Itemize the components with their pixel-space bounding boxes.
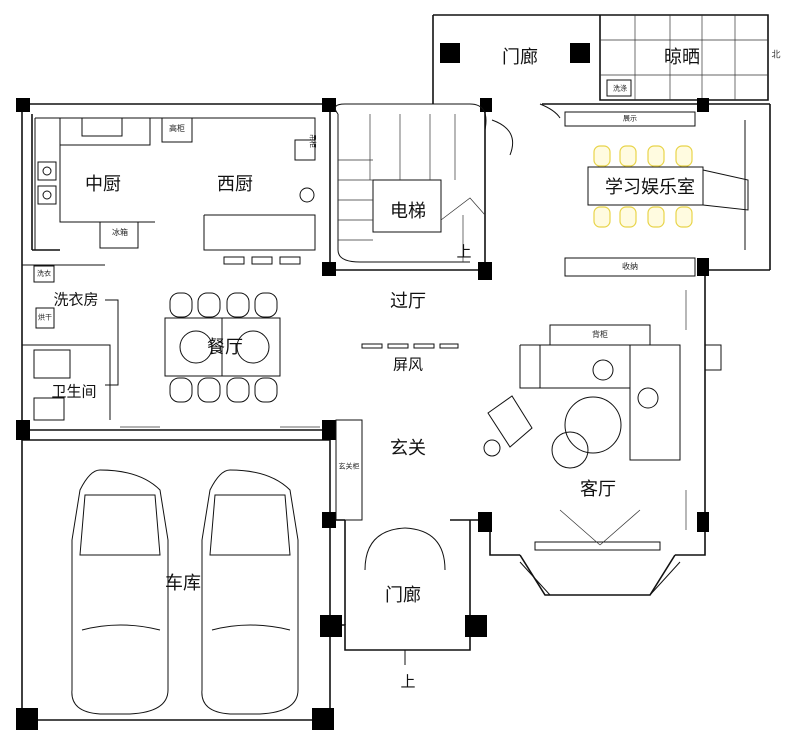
room-label-living: 客厅 xyxy=(580,479,616,500)
room-label-study: 学习娱乐室 xyxy=(605,177,695,198)
room-label-chinese-kitchen: 中厨 xyxy=(85,174,121,195)
stair-elevator xyxy=(334,103,487,263)
room-label-western-kitchen: 西厨 xyxy=(217,174,253,195)
room-label-hall: 过厅 xyxy=(390,291,426,312)
fixture-storage: 收纳 xyxy=(622,262,638,271)
foyer-fixtures xyxy=(335,103,561,665)
room-label-elevator: 电梯 xyxy=(390,201,426,222)
structural-columns xyxy=(16,43,709,730)
fixture-sofa-back-cabinet: 背柜 xyxy=(592,330,608,339)
room-label-dining: 餐厅 xyxy=(207,337,243,358)
room-label-foyer: 玄关 xyxy=(390,438,426,459)
fixture-sink: 洗涤 xyxy=(613,84,627,93)
north-marker: 北 xyxy=(771,50,781,61)
label-screen: 屏风 xyxy=(392,355,424,374)
room-label-laundry: 洗衣房 xyxy=(53,290,99,309)
fixture-washer: 洗衣 xyxy=(37,269,51,278)
fixture-display: 展示 xyxy=(623,114,637,123)
room-label-bathroom: 卫生间 xyxy=(51,382,97,401)
room-label-drying: 晾晒 xyxy=(664,47,700,68)
garage-cars xyxy=(71,469,299,715)
fixture-dryer: 烘干 xyxy=(38,313,52,322)
fixture-tall-cabinet: 高柜 xyxy=(169,124,185,133)
room-label-porch-top: 门廊 xyxy=(502,47,538,68)
screen-partition xyxy=(361,343,459,349)
living-room-furniture xyxy=(483,290,722,596)
entry-up-marker: 上 xyxy=(400,672,416,691)
study-table-set xyxy=(564,111,749,277)
room-label-garage: 车库 xyxy=(165,573,201,594)
room-label-porch-bottom: 门廊 xyxy=(385,585,421,606)
drying-rack-grid xyxy=(600,15,768,100)
fixture-tall-cabinet-2: 吊柜 xyxy=(308,134,317,148)
stair-up-marker: 上 xyxy=(456,242,472,261)
kitchen-counters xyxy=(34,117,316,265)
dining-table-set xyxy=(164,292,281,403)
fixture-fridge: 冰箱 xyxy=(112,228,128,237)
exterior-walls xyxy=(21,14,771,721)
fixture-shoe-cabinet: 玄关柜 xyxy=(338,462,360,471)
laundry-bath-fixtures xyxy=(22,264,320,428)
